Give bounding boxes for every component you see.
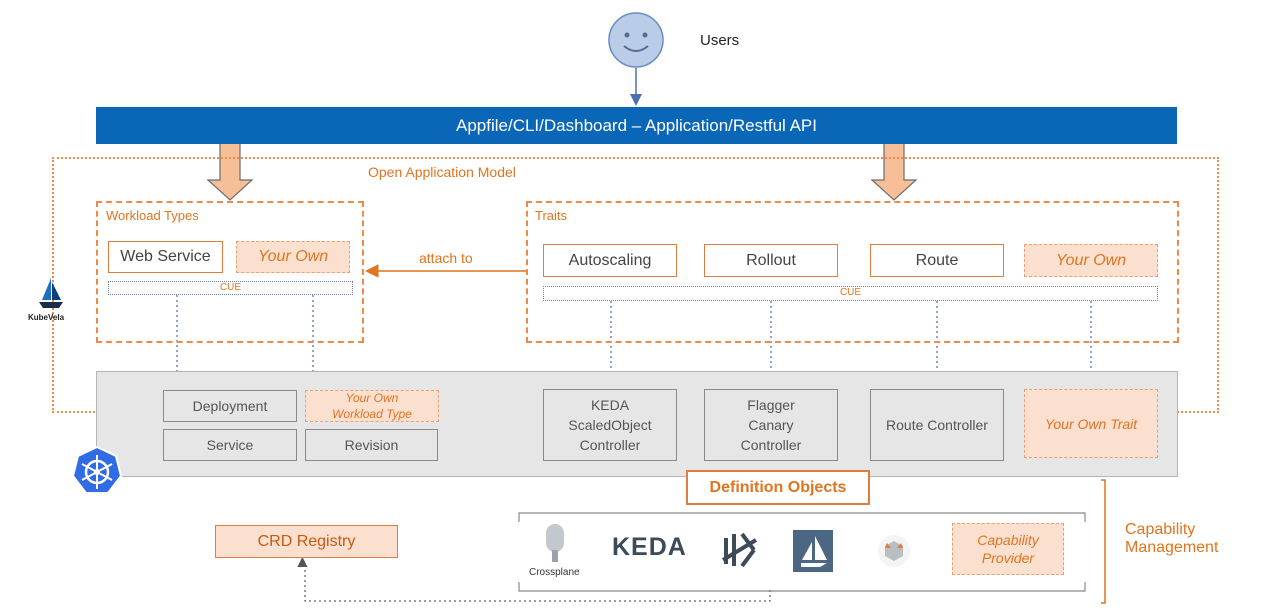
definition-objects-box: Definition Objects	[686, 470, 870, 505]
trait-route: Route	[870, 244, 1004, 277]
workload-cue-strip: CUE	[108, 281, 353, 295]
kubernetes-logo-icon	[71, 445, 123, 497]
crd-registry-box: CRD Registry	[215, 525, 398, 558]
traits-cue-strip: CUE	[543, 286, 1158, 301]
crossplane-label: Crossplane	[529, 567, 580, 578]
trait-autoscaling: Autoscaling	[543, 244, 677, 277]
k8s-your-own-trait: Your Own Trait	[1024, 389, 1158, 458]
attach-to-label: attach to	[419, 250, 473, 266]
kubevela-label: KubeVela	[28, 313, 65, 322]
workload-types-title: Workload Types	[106, 208, 199, 223]
workload-your-own: Your Own	[236, 241, 350, 273]
capability-management-label: Capability Management	[1125, 521, 1219, 556]
workload-types-box	[96, 201, 364, 343]
open-application-model-label: Open Application Model	[366, 164, 518, 180]
workload-web-service: Web Service	[108, 241, 223, 273]
users-smiley-icon	[607, 11, 665, 69]
capability-provider-box: Capability Provider	[952, 523, 1064, 575]
api-bar: Appfile/CLI/Dashboard – Application/Rest…	[96, 107, 1177, 144]
k8s-route-controller: Route Controller	[870, 389, 1004, 461]
k8s-service: Service	[163, 429, 297, 461]
crossplane-logo-icon	[541, 524, 569, 564]
k8s-keda-controller: KEDA ScaledObject Controller	[543, 389, 677, 461]
keda-logo: KEDA	[612, 533, 687, 561]
istio-logo-icon	[793, 530, 833, 572]
traits-title: Traits	[535, 208, 568, 223]
users-label: Users	[700, 32, 740, 49]
trait-your-own: Your Own	[1024, 244, 1158, 277]
k8s-flagger-controller: Flagger Canary Controller	[704, 389, 838, 461]
traits-box	[526, 201, 1179, 343]
k8s-your-own-workload-type: Your Own Workload Type	[305, 390, 439, 422]
kubevela-logo-icon	[36, 276, 66, 310]
flagger-logo-icon	[720, 530, 760, 570]
trait-rollout: Rollout	[704, 244, 838, 277]
k8s-revision: Revision	[305, 429, 438, 461]
provider-logo-icon	[876, 533, 912, 569]
k8s-deployment: Deployment	[163, 390, 297, 422]
